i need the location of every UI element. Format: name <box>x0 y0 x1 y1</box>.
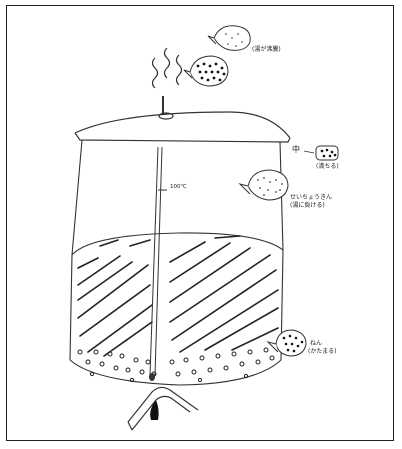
bubble-top-2 <box>183 55 229 87</box>
bubble-mid <box>238 169 289 201</box>
pot-walls <box>69 139 284 361</box>
label-boil-top: (湯が沸騰) <box>252 46 281 53</box>
label-mid-bubble-title: せいちょうきん <box>290 194 333 201</box>
inside-pointer-line <box>303 150 315 154</box>
steam-lines <box>151 47 183 89</box>
label-mid-bubble-note: (湯に負ける) <box>290 202 325 209</box>
flame-icon <box>150 400 159 420</box>
thermometer <box>149 146 167 376</box>
burner <box>127 386 199 431</box>
thermometer-bulb <box>149 373 155 381</box>
pot-lid <box>74 111 291 143</box>
liquid-hatching <box>77 235 279 357</box>
bubble-top-1 <box>207 25 251 51</box>
label-thermometer-mark: 100℃ <box>170 184 187 190</box>
bubble-top-1-speckles <box>225 33 243 47</box>
liquid-surface <box>71 232 284 256</box>
bubble-inside <box>315 145 339 161</box>
bubble-inside-speckles <box>320 148 337 158</box>
bubble-top-2-speckles <box>196 62 226 82</box>
label-bottom-bubble-note: (かたまる) <box>308 348 337 355</box>
label-inside-bubble-note: (満ちる) <box>316 163 339 170</box>
pot-bottom <box>69 359 282 386</box>
label-inside: 中 <box>292 145 300 154</box>
label-bottom-bubble-title: ねん <box>310 340 323 347</box>
bubble-bottom-speckles <box>282 334 304 353</box>
bubble-bottom <box>266 329 307 357</box>
bottom-bubbles <box>77 347 275 383</box>
bubble-mid-speckles <box>257 177 283 196</box>
